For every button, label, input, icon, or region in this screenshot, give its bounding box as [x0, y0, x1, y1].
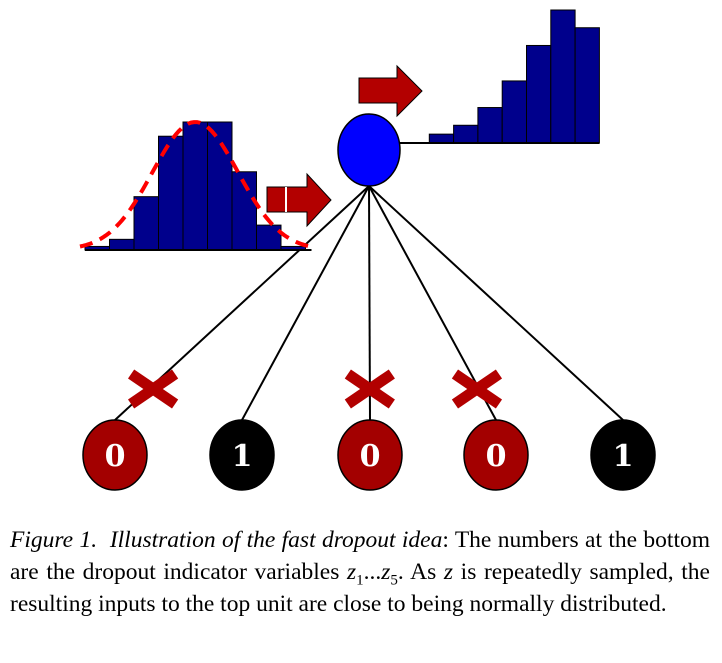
dropout-cross [344, 369, 395, 409]
caption-variable: z [381, 559, 391, 585]
connection-line [368, 185, 624, 421]
caption-label: Figure 1. [10, 527, 98, 553]
caption-subscript: 1 [356, 572, 364, 589]
histogram-bar [501, 80, 528, 144]
histogram-bar [574, 27, 600, 144]
histogram-bar [207, 121, 233, 251]
caption-title: Illustration of the fast dropout idea [109, 527, 443, 553]
input-unit [337, 419, 403, 491]
dropout-cross [451, 369, 503, 409]
histogram-bar [526, 44, 552, 144]
input-unit [463, 419, 529, 491]
connection-line [241, 185, 370, 421]
histogram-bar [109, 238, 135, 251]
caption-text: . As [397, 559, 444, 585]
caption-subscript: 5 [390, 572, 398, 589]
top-unit [337, 113, 401, 187]
histogram-bar [477, 107, 503, 144]
unit-label: 0 [360, 439, 381, 474]
input-unit [209, 419, 275, 491]
dropout-cross [128, 369, 179, 409]
input-unit [82, 419, 148, 491]
caption-text: is repeatedly sampled, the resulting inp… [10, 559, 710, 617]
input-unit [590, 419, 656, 491]
unit-label: 1 [232, 439, 253, 474]
arrow-right-icon [266, 172, 332, 228]
connection-line [368, 185, 371, 421]
fast-dropout-diagram: 0 1 0 0 1 [79, 9, 656, 491]
dropout-crosses [128, 369, 503, 409]
input-units: 0 1 0 0 1 [82, 419, 656, 491]
figure-caption: Figure 1. Illustration of the fast dropo… [10, 524, 710, 620]
histogram-bar [550, 9, 576, 144]
caption-variable: z [346, 559, 357, 585]
caption-text: : The numbers at the bottom are the drop… [10, 527, 711, 585]
unit-label: 1 [613, 439, 634, 474]
gaussian-curve [79, 120, 309, 249]
arrow-right-icon [358, 64, 423, 118]
caption-ellipsis: ... [363, 559, 382, 585]
left-histogram [84, 121, 312, 251]
histogram-bar [428, 133, 455, 144]
caption-variable: z [443, 559, 454, 585]
unit-label: 0 [105, 439, 126, 474]
unit-label: 0 [486, 439, 507, 474]
histogram-bar [182, 121, 208, 251]
histogram-bar [256, 224, 282, 251]
histogram-bar [453, 124, 479, 144]
right-histogram [400, 9, 600, 144]
histogram-bar [133, 196, 159, 251]
